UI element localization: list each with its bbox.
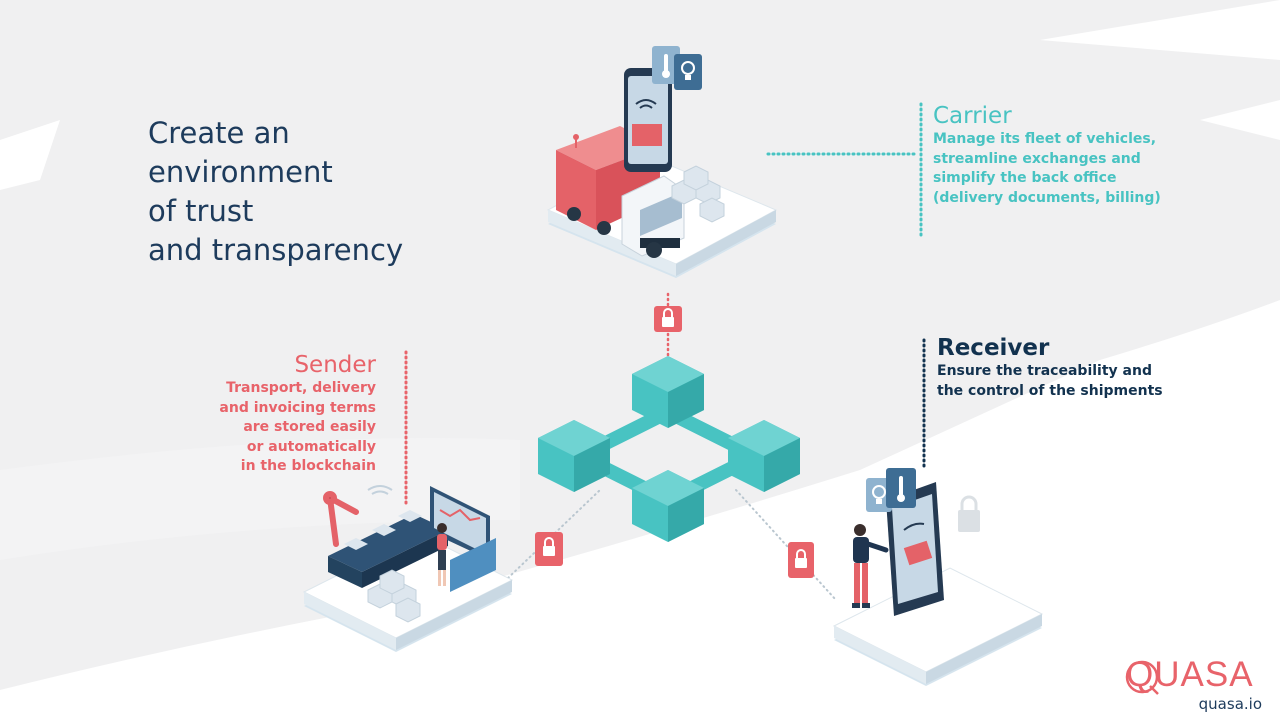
sender-line: or automatically bbox=[246, 438, 376, 455]
receiver-description: Ensure the traceability and the control … bbox=[937, 362, 1163, 401]
carrier-line: simplify the back office bbox=[933, 170, 1117, 186]
lock-icon bbox=[535, 532, 563, 566]
smartphone-icon bbox=[624, 68, 672, 172]
wifi-icon bbox=[367, 485, 393, 495]
carrier-line: Manage its fleet of vehicles, bbox=[933, 131, 1157, 147]
receiver-block: Receiver Ensure the traceability and the… bbox=[937, 334, 1163, 401]
carrier-title: Carrier bbox=[933, 103, 1012, 129]
carrier-line: streamline exchanges and bbox=[933, 150, 1141, 167]
sender-title: Sender bbox=[294, 352, 376, 378]
lightbulb-icon bbox=[674, 54, 702, 90]
headline-line: environment bbox=[148, 155, 333, 189]
lock-icon bbox=[788, 542, 814, 578]
sender-description: Transport, delivery and invoicing terms … bbox=[150, 379, 376, 477]
headline: Create an environment of trust and trans… bbox=[148, 114, 478, 270]
receiver-title: Receiver bbox=[937, 335, 1050, 361]
receiver-line: the control of the shipments bbox=[937, 382, 1163, 399]
headline-line: of trust bbox=[148, 194, 254, 228]
headline-line: Create an bbox=[148, 116, 290, 150]
truck-icon bbox=[556, 126, 685, 258]
sender-line: Transport, delivery bbox=[226, 380, 376, 396]
lock-icon bbox=[958, 495, 980, 532]
sender-block: Sender Transport, delivery and invoicing… bbox=[150, 351, 376, 477]
boxes-icon bbox=[671, 165, 725, 223]
sender-line: in the blockchain bbox=[240, 458, 376, 474]
logo-url: quasa.io bbox=[1198, 695, 1262, 713]
thermometer-icon bbox=[886, 468, 916, 508]
conveyor-icon bbox=[328, 510, 448, 588]
logo-wordmark: QUASA bbox=[1126, 655, 1254, 694]
receiver-platform bbox=[832, 567, 1044, 686]
carrier-block: Carrier Manage its fleet of vehicles, st… bbox=[933, 102, 1161, 208]
logo-mark-icon bbox=[1125, 660, 1159, 695]
receiver-line: Ensure the traceability and bbox=[937, 363, 1152, 379]
connector-lines bbox=[404, 102, 926, 601]
thermometer-icon bbox=[652, 46, 680, 84]
sender-line: and invoicing terms bbox=[219, 399, 376, 416]
smartphone-icon bbox=[886, 482, 944, 616]
monitor-icon bbox=[430, 486, 496, 592]
quasa-logo[interactable]: QUASA quasa.io bbox=[1124, 655, 1264, 715]
person-icon bbox=[437, 523, 447, 586]
carrier-description: Manage its fleet of vehicles, streamline… bbox=[933, 130, 1161, 208]
lightbulb-icon bbox=[866, 478, 892, 512]
blockchain-blocks bbox=[538, 356, 800, 542]
person-icon bbox=[852, 524, 889, 608]
robot-arm-icon bbox=[323, 491, 359, 547]
carrier-line: (delivery documents, billing) bbox=[933, 189, 1161, 206]
headline-line: and transparency bbox=[148, 233, 404, 267]
sender-line: are stored easily bbox=[243, 419, 376, 435]
boxes-icon bbox=[367, 569, 421, 623]
lock-icon bbox=[654, 306, 682, 332]
